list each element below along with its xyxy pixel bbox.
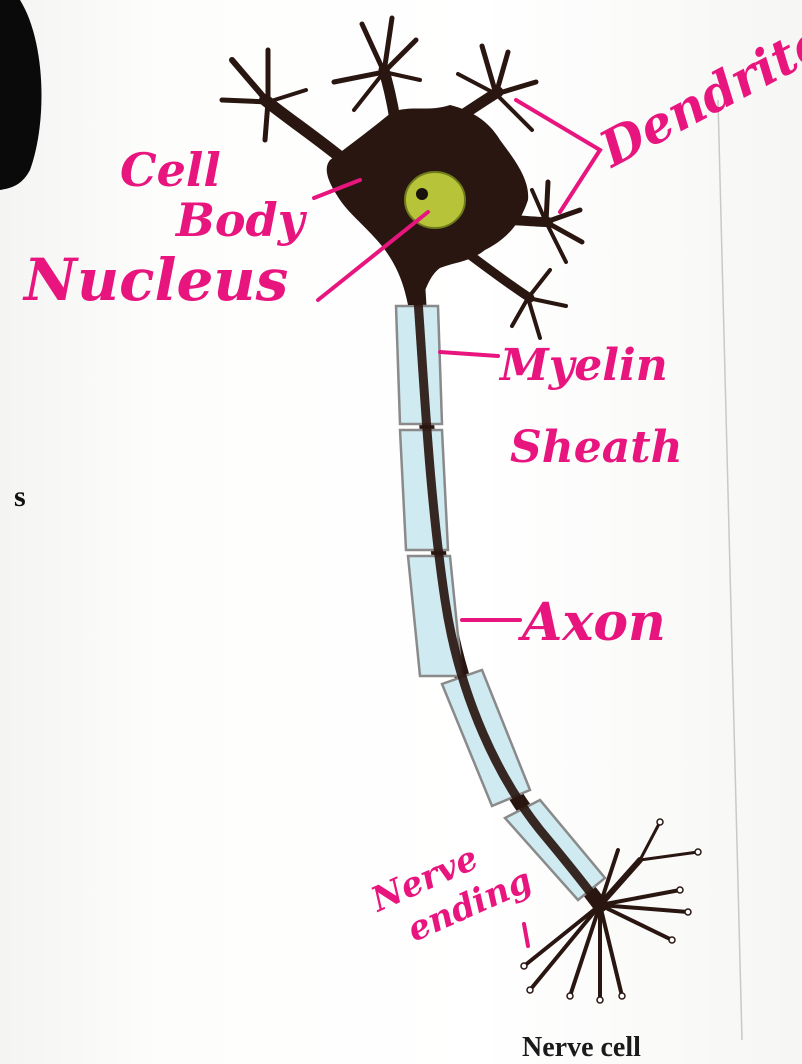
myelin-pointer [440, 352, 498, 356]
cell-body-label-line1: Cell [120, 143, 221, 197]
axon-label: Axon [517, 592, 666, 653]
dendrites-label: Dendrites [588, 0, 802, 180]
nucleus [405, 172, 465, 228]
margin-letter: s [14, 480, 26, 513]
nerve-ending-pointer [524, 924, 528, 946]
cell-body-label-line2: Body [174, 193, 308, 247]
dendrites-pointer [516, 100, 600, 212]
myelin-label-line1: Myelin [498, 340, 668, 391]
figure-caption: Nerve cell [522, 1032, 641, 1063]
myelin-label-line2: Sheath [510, 422, 683, 473]
nucleus-label: Nucleus [22, 246, 288, 314]
nucleolus [416, 188, 428, 200]
page-margin-line [718, 100, 742, 1040]
page-edge-shadow [0, 0, 41, 190]
